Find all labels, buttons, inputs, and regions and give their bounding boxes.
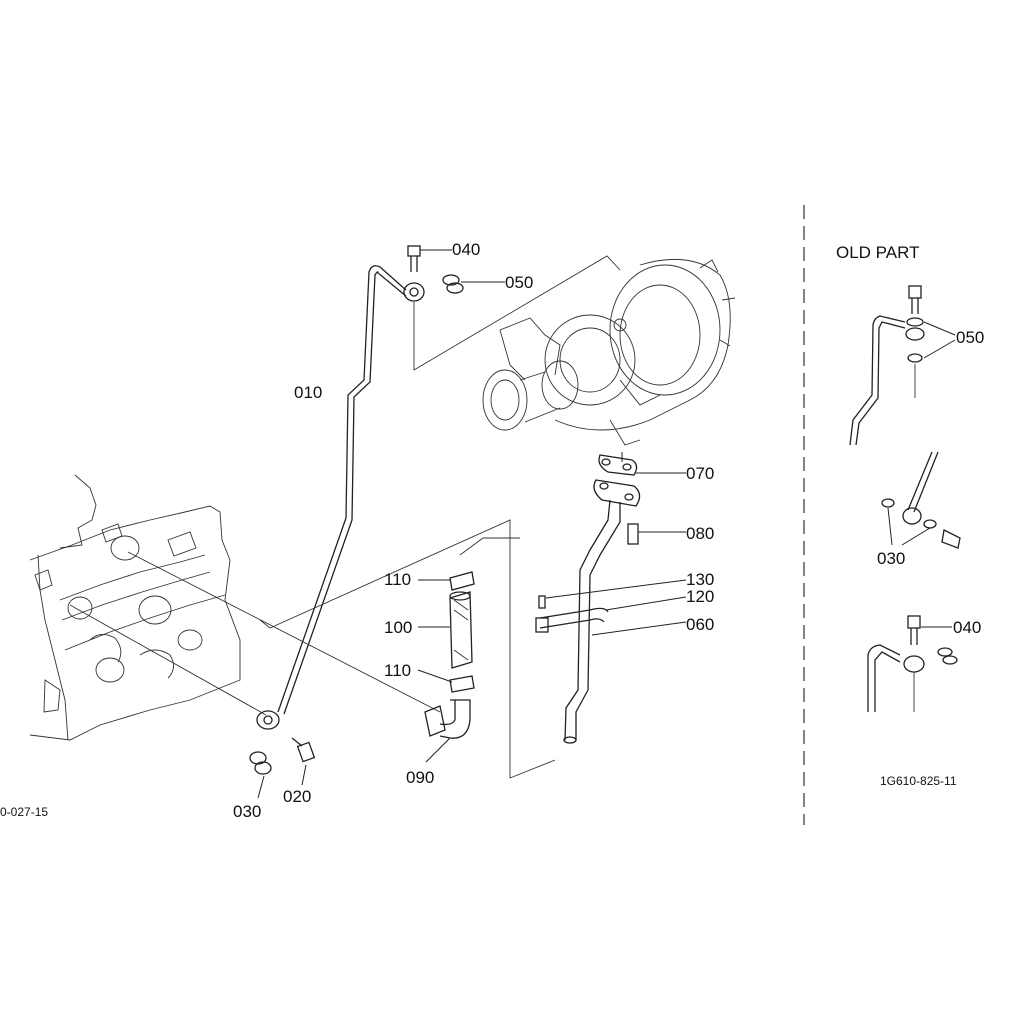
oil-pipe-010 bbox=[277, 265, 407, 715]
clamp-120 bbox=[535, 579, 687, 633]
flange-060 bbox=[593, 479, 686, 545]
turbocharger bbox=[482, 258, 736, 446]
old-label-040: 040 bbox=[953, 618, 981, 637]
banjo-fitting-bottom bbox=[249, 710, 316, 799]
label-080: 080 bbox=[686, 524, 714, 543]
label-120: 120 bbox=[686, 587, 714, 606]
banjo-fitting-top bbox=[403, 245, 505, 302]
old-label-030: 030 bbox=[877, 549, 905, 568]
old-part-pipe-top bbox=[849, 285, 956, 446]
label-100: 100 bbox=[384, 618, 412, 637]
old-part-pipe-bottom bbox=[867, 615, 958, 712]
drawing-code-right: 1G610-825-11 bbox=[880, 774, 957, 788]
old-part-pipe-middle bbox=[881, 451, 961, 549]
label-130: 130 bbox=[686, 570, 714, 589]
label-010: 010 bbox=[294, 383, 322, 402]
label-040: 040 bbox=[452, 240, 480, 259]
gasket-070 bbox=[598, 452, 686, 476]
label-050: 050 bbox=[505, 273, 533, 292]
old-label-050: 050 bbox=[956, 328, 984, 347]
drawing-code-left: 0-027-15 bbox=[0, 805, 48, 819]
label-020: 020 bbox=[283, 787, 311, 806]
label-110-top: 110 bbox=[384, 570, 411, 589]
old-part-heading: OLD PART bbox=[836, 243, 919, 262]
label-070: 070 bbox=[686, 464, 714, 483]
engine-block bbox=[29, 474, 241, 741]
label-060: 060 bbox=[686, 615, 714, 634]
label-110-bottom: 110 bbox=[384, 661, 411, 680]
return-pipe-060 bbox=[563, 499, 687, 744]
label-090: 090 bbox=[406, 768, 434, 787]
part-labels: 040 050 010 070 080 110 130 120 100 060 … bbox=[0, 240, 714, 821]
label-030: 030 bbox=[233, 802, 261, 821]
old-part-labels: OLD PART 050 030 040 1G610-825-11 bbox=[836, 243, 984, 788]
hose-assembly bbox=[417, 571, 475, 763]
routing-lines bbox=[69, 255, 621, 779]
